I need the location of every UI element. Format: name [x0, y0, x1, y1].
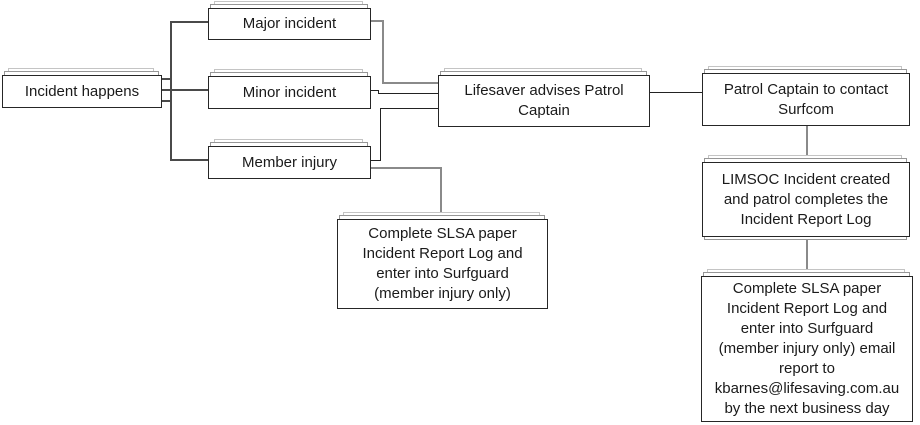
connector-major-lifesaver-horizontal — [382, 82, 439, 84]
node-limsoc-created: LIMSOC Incident created and patrol compl… — [702, 155, 910, 240]
connector-member-lifesaver-vertical — [380, 109, 381, 161]
node-box: Lifesaver advises Patrol Captain — [438, 75, 650, 127]
connector-incident-major — [171, 21, 209, 23]
connector-incident-minor — [161, 89, 209, 91]
connector-incident-member — [171, 159, 209, 161]
connector-member-lifesaver-horizontal — [380, 108, 439, 109]
node-label: Patrol Captain to contact Surfcom — [723, 80, 889, 118]
node-box: Patrol Captain to contact Surfcom — [702, 73, 910, 126]
node-complete-slsa-email: Complete SLSA paper Incident Report Log … — [701, 269, 913, 422]
connector-major-lifesaver-vertical — [382, 20, 384, 83]
node-incident-happens: Incident happens — [2, 68, 162, 108]
node-label: Major incident — [242, 15, 337, 32]
node-label: Complete SLSA paper Incident Report Log … — [714, 280, 900, 417]
node-box: Incident happens — [2, 75, 162, 108]
node-label: Minor incident — [242, 83, 337, 101]
node-minor-incident: Minor incident — [208, 69, 371, 109]
connector-incident-branch-vertical — [170, 21, 172, 161]
node-lifesaver-advises: Lifesaver advises Patrol Captain — [438, 68, 650, 127]
node-member-injury: Member injury — [208, 139, 371, 179]
connector-limsoc-slsa-email — [806, 236, 808, 277]
connector-incident-stub-bottom — [161, 100, 172, 102]
node-patrol-contact: Patrol Captain to contact Surfcom — [702, 66, 910, 126]
node-label: Complete SLSA paper Incident Report Log … — [362, 225, 523, 302]
connector-major-lifesaver-stub — [370, 20, 383, 22]
node-box: Complete SLSA paper Incident Report Log … — [337, 219, 548, 309]
connector-member-slsa-horizontal — [370, 167, 442, 169]
connector-minor-lifesaver-stub — [370, 90, 379, 91]
connector-minor-lifesaver-jog — [378, 90, 379, 94]
connector-member-lifesaver-stub — [370, 160, 381, 161]
node-box: Major incident — [208, 8, 371, 40]
connector-incident-stub-top — [161, 78, 172, 80]
connector-member-slsa-vertical — [440, 167, 442, 219]
node-label: Incident happens — [24, 82, 140, 100]
connector-minor-lifesaver-horizontal — [378, 93, 439, 94]
node-major-incident: Major incident — [208, 1, 371, 40]
node-box: LIMSOC Incident created and patrol compl… — [702, 162, 910, 237]
node-label: Lifesaver advises Patrol Captain — [464, 82, 624, 119]
node-box: Complete SLSA paper Incident Report Log … — [701, 276, 913, 422]
node-label: LIMSOC Incident created and patrol compl… — [721, 170, 891, 228]
connector-lifesaver-patrol — [649, 92, 703, 93]
node-label: Member injury — [241, 153, 338, 171]
node-box: Minor incident — [208, 76, 371, 109]
node-box: Member injury — [208, 146, 371, 179]
node-complete-slsa: Complete SLSA paper Incident Report Log … — [337, 212, 548, 309]
connector-patrol-limsoc — [806, 126, 808, 163]
